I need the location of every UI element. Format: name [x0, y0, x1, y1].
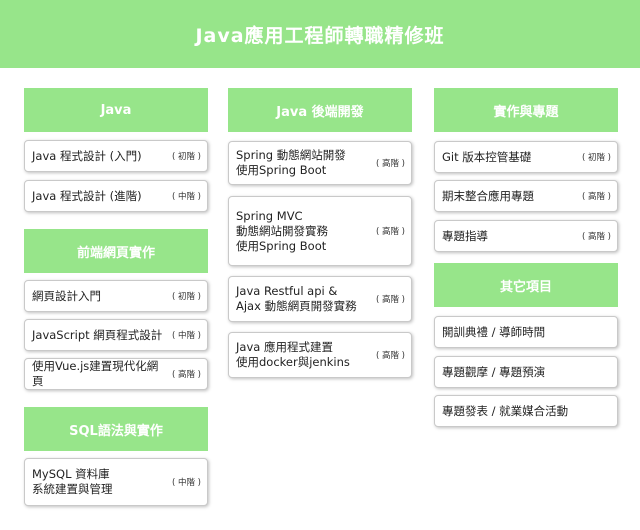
- course-mysql: MySQL 資料庫 系統建置與管理 ( 中階 ): [24, 458, 208, 506]
- item-project-preview: 專題觀摩 / 專題預演: [434, 356, 618, 388]
- course-docker-jenkins: Java 應用程式建置 使用docker與jenkins ( 高階 ): [228, 332, 412, 378]
- course-vue: 使用Vue.js建置現代化網頁 ( 高階 ): [24, 358, 208, 390]
- section-header-frontend: 前端網頁實作: [24, 229, 208, 273]
- item-opening-ceremony: 開訓典禮 / 導師時間: [434, 316, 618, 348]
- course-spring-boot: Spring 動態網站開發 使用Spring Boot ( 高階 ): [228, 141, 412, 185]
- course-project-guidance: 專題指導 ( 高階 ): [434, 220, 618, 252]
- course-javascript: JavaScript 網頁程式設計 ( 中階 ): [24, 319, 208, 351]
- course-java-advanced: Java 程式設計 (進階) ( 中階 ): [24, 180, 208, 212]
- title-banner: Java應用工程師轉職精修班: [0, 0, 640, 68]
- section-header-java-backend: Java 後端開發: [228, 88, 412, 132]
- section-header-sql: SQL語法與實作: [24, 407, 208, 451]
- page-title: Java應用工程師轉職精修班: [195, 24, 445, 47]
- item-project-presentation: 專題發表 / 就業媒合活動: [434, 395, 618, 427]
- course-final-project: 期末整合應用專題 ( 高階 ): [434, 180, 618, 212]
- section-header-java: Java: [24, 88, 208, 132]
- course-restful-api: Java Restful api & Ajax 動態網頁開發實務 ( 高階 ): [228, 276, 412, 322]
- course-spring-mvc: Spring MVC 動態網站開發實務 使用Spring Boot ( 高階 ): [228, 196, 412, 266]
- course-web-intro: 網頁設計入門 ( 初階 ): [24, 280, 208, 312]
- course-git: Git 版本控管基礎 ( 初階 ): [434, 141, 618, 173]
- section-header-projects: 實作與專題: [434, 88, 618, 132]
- section-header-other: 其它項目: [434, 263, 618, 307]
- course-java-intro: Java 程式設計 (入門) ( 初階 ): [24, 140, 208, 172]
